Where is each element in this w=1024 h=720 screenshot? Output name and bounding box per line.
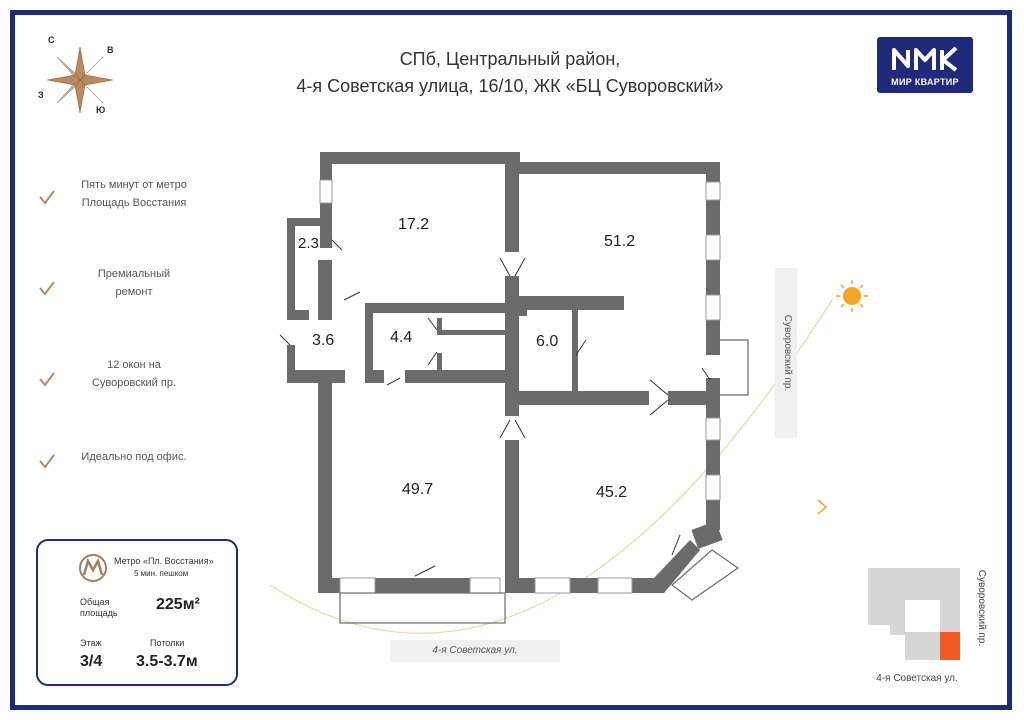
area-value: 225м² <box>156 596 200 613</box>
street-strip-right <box>775 268 797 438</box>
compass-west: З <box>38 90 44 100</box>
feature-text-line: Идеально под офис. <box>81 451 187 463</box>
floor-label: Этаж <box>80 638 102 648</box>
walls <box>287 152 723 593</box>
compass-icon <box>46 46 114 114</box>
feature-text-line: 12 окон на <box>107 359 161 371</box>
area-label-1: Общая <box>80 597 110 607</box>
info-card: Метро «Пл. Восстания» 5 мин. пешком Обща… <box>36 539 238 686</box>
feature-windows: 12 окон на Суворовский пр. <box>38 356 208 396</box>
feature-text-line: Суворовский пр. <box>91 377 177 389</box>
feature-office: Идеально под офис. <box>38 448 208 488</box>
page-frame <box>10 10 1012 710</box>
page-title: СПб, Центральный район, 4-я Советская ул… <box>250 46 770 100</box>
sun-icon <box>836 280 868 312</box>
mini-site-map <box>868 568 960 660</box>
metro-name: Метро «Пл. Восстания» <box>114 556 214 566</box>
room-area: 3.6 <box>312 332 335 349</box>
logo-mark-icon <box>892 46 958 72</box>
sun-path-arrow-icon <box>817 499 828 515</box>
metro-logo-icon <box>79 554 107 582</box>
compass-north: С <box>48 35 55 45</box>
feature-text-line: Площадь Восстания <box>81 197 187 209</box>
room-area: 51.2 <box>604 233 636 250</box>
street-label-bottom: 4-я Советская ул. <box>432 645 518 656</box>
feature-text-line: Пять минут от метро <box>81 179 187 191</box>
windows <box>319 179 721 594</box>
mini-street-label-bottom: 4-я Советская ул. <box>876 673 958 684</box>
brand-logo: МИР КВАРТИР <box>877 37 973 93</box>
room-area: 4.4 <box>390 329 413 346</box>
feature-text-line: ремонт <box>115 286 153 298</box>
ceiling-value: 3.5-3.7м <box>136 653 198 670</box>
metro-walk: 5 мин. пешком <box>134 569 189 578</box>
checkmark-icon <box>39 281 55 296</box>
sun-path <box>269 299 833 634</box>
logo-text: МИР КВАРТИР <box>891 77 959 87</box>
room-area: 49.7 <box>402 481 434 498</box>
area-label-2: площадь <box>80 608 118 618</box>
room-area: 6.0 <box>536 333 559 350</box>
feature-text-line: Премиальный <box>97 268 171 280</box>
doors <box>279 239 711 577</box>
feature-renovation: Премиальный ремонт <box>38 265 208 305</box>
checkmark-icon <box>39 190 55 205</box>
street-label-right: Суворовский пр. <box>782 314 793 392</box>
feature-metro: Пять минут от метро Площадь Восстания <box>38 176 208 216</box>
room-area: 17.2 <box>398 216 430 233</box>
compass-south: Ю <box>96 105 106 115</box>
compass-rose: С В З Ю <box>35 35 125 125</box>
compass-east: В <box>107 45 114 55</box>
street-strip-bottom <box>390 640 560 662</box>
mini-street-label-right: Суворовский пр. <box>976 569 987 647</box>
title-line-1: СПб, Центральный район, <box>399 49 621 69</box>
mini-map-highlight <box>940 632 960 660</box>
room-area: 45.2 <box>596 484 628 501</box>
bays <box>339 339 749 624</box>
floor-value: 3/4 <box>80 653 103 670</box>
checkmark-icon <box>39 372 55 387</box>
title-line-2: 4-я Советская улица, 16/10, ЖК «БЦ Сувор… <box>296 76 724 96</box>
ceiling-label: Потолки <box>150 638 185 648</box>
room-area: 2.3 <box>298 235 319 252</box>
checkmark-icon <box>39 454 55 469</box>
